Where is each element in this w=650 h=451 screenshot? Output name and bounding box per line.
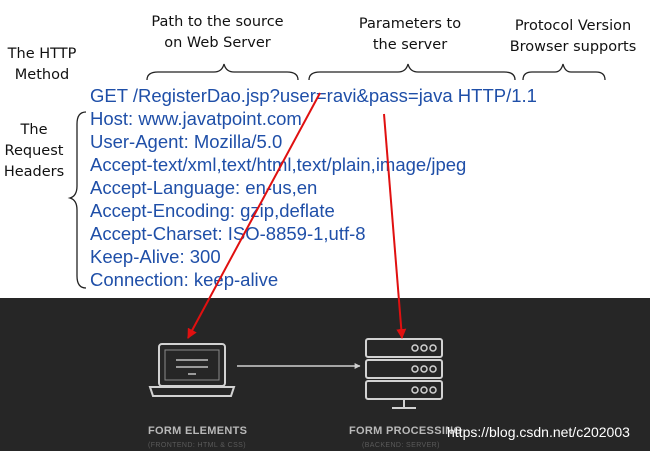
red-arrow-to-laptop xyxy=(187,92,321,339)
headers-annotation: The Request Headers xyxy=(3,122,65,180)
header-accept-charset: Accept-Charset: ISO-8859-1,utf-8 xyxy=(90,223,366,244)
params-brace xyxy=(308,63,516,81)
protocol-brace xyxy=(522,63,606,81)
path-brace xyxy=(146,63,299,81)
header-host: Host: www.javatpoint.com xyxy=(90,108,302,129)
params-annotation: Parameters to the server xyxy=(358,16,462,53)
header-accept-language: Accept-Language: en-us,en xyxy=(90,177,318,198)
header-user-agent: User-Agent: Mozilla/5.0 xyxy=(90,131,283,152)
form-processing-sublabel: (BACKEND: SERVER) xyxy=(362,442,440,449)
path-annotation: Path to the source on Web Server xyxy=(151,14,284,51)
form-processing-label: FORM PROCESSING xyxy=(349,425,463,437)
red-arrow-to-server xyxy=(383,113,407,339)
server-icon xyxy=(365,338,443,409)
request-line: GET /RegisterDao.jsp?user=ravi&pass=java… xyxy=(90,85,537,106)
method-annotation: The HTTP Method xyxy=(7,46,77,83)
http-request-panel xyxy=(0,0,650,298)
watermark: https://blog.csdn.net/c202003 xyxy=(447,424,630,440)
header-connection: Connection: keep-alive xyxy=(90,269,279,290)
form-flow-panel xyxy=(0,298,650,451)
form-elements-sublabel: (FRONTEND: HTML & CSS) xyxy=(148,442,246,449)
protocol-annotation: Protocol Version Browser supports xyxy=(509,18,637,55)
headers-brace xyxy=(67,111,87,289)
header-keep-alive: Keep-Alive: 300 xyxy=(90,246,221,267)
laptop-icon xyxy=(148,343,236,397)
form-elements-label: FORM ELEMENTS xyxy=(148,425,248,437)
header-accept: Accept-text/xml,text/html,text/plain,ima… xyxy=(90,154,467,175)
header-accept-encoding: Accept-Encoding: gzip,deflate xyxy=(90,200,335,221)
